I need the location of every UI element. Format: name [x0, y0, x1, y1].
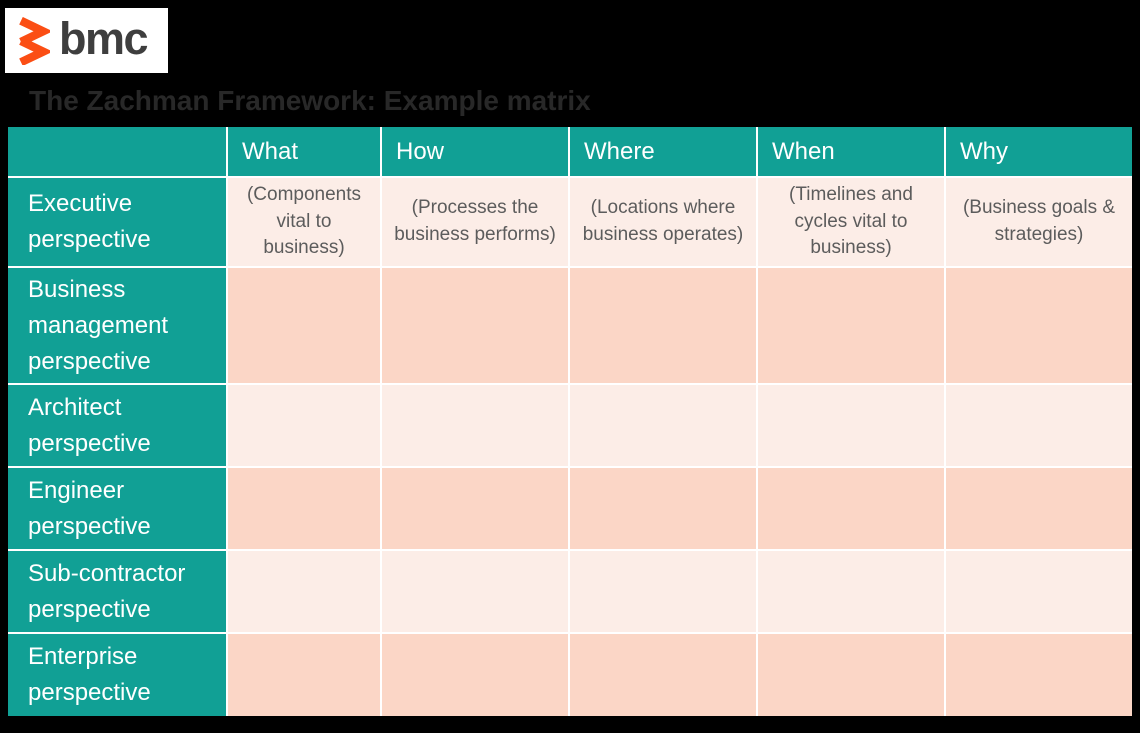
row-header-business-management-perspective: Business management perspective	[8, 268, 226, 383]
column-header-corner	[8, 127, 226, 176]
matrix-cell	[758, 385, 944, 466]
matrix-cell	[228, 468, 380, 549]
matrix-cell	[382, 634, 568, 716]
column-header-when: When	[758, 127, 944, 176]
matrix-cell	[382, 468, 568, 549]
column-header-where: Where	[570, 127, 756, 176]
matrix-cell	[228, 551, 380, 632]
cell-executive-how: (Processes the business performs)	[382, 178, 568, 266]
matrix-cell	[570, 268, 756, 383]
row-header-executive-perspective: Executive perspective	[8, 178, 226, 266]
matrix-cell	[382, 385, 568, 466]
matrix-cell	[570, 634, 756, 716]
matrix-cell	[758, 268, 944, 383]
matrix-cell	[570, 551, 756, 632]
matrix-cell	[758, 551, 944, 632]
cell-executive-where: (Locations where business operates)	[570, 178, 756, 266]
bmc-logo: bmc	[5, 8, 168, 73]
matrix-cell	[946, 385, 1132, 466]
row-header-enterprise-perspective: Enterprise perspective	[8, 634, 226, 716]
matrix-cell	[946, 551, 1132, 632]
matrix-cell	[946, 268, 1132, 383]
matrix-cell	[946, 468, 1132, 549]
matrix-cell	[946, 634, 1132, 716]
matrix-cell	[758, 468, 944, 549]
matrix-cell	[228, 385, 380, 466]
column-header-how: How	[382, 127, 568, 176]
matrix-cell	[570, 385, 756, 466]
matrix-cell	[758, 634, 944, 716]
slide-title-bar: The Zachman Framework: Example matrix	[8, 75, 1132, 127]
column-header-what: What	[228, 127, 380, 176]
bmc-chevrons-icon	[19, 16, 50, 65]
row-header-engineer-perspective: Engineer perspective	[8, 468, 226, 549]
bmc-logo-text: bmc	[59, 13, 149, 64]
column-header-why: Why	[946, 127, 1132, 176]
zachman-matrix-table: What How Where When Why Executive perspe…	[8, 127, 1132, 716]
cell-executive-when: (Timelines and cycles vital to business)	[758, 178, 944, 266]
slide-title: The Zachman Framework: Example matrix	[29, 85, 591, 116]
row-header-architect-perspective: Architect perspective	[8, 385, 226, 466]
matrix-cell	[228, 634, 380, 716]
matrix-cell	[570, 468, 756, 549]
matrix-cell	[228, 268, 380, 383]
cell-executive-why: (Business goals & strategies)	[946, 178, 1132, 266]
row-header-sub-contractor-perspective: Sub-contractor perspective	[8, 551, 226, 632]
cell-executive-what: (Components vital to business)	[228, 178, 380, 266]
matrix-cell	[382, 268, 568, 383]
matrix-cell	[382, 551, 568, 632]
